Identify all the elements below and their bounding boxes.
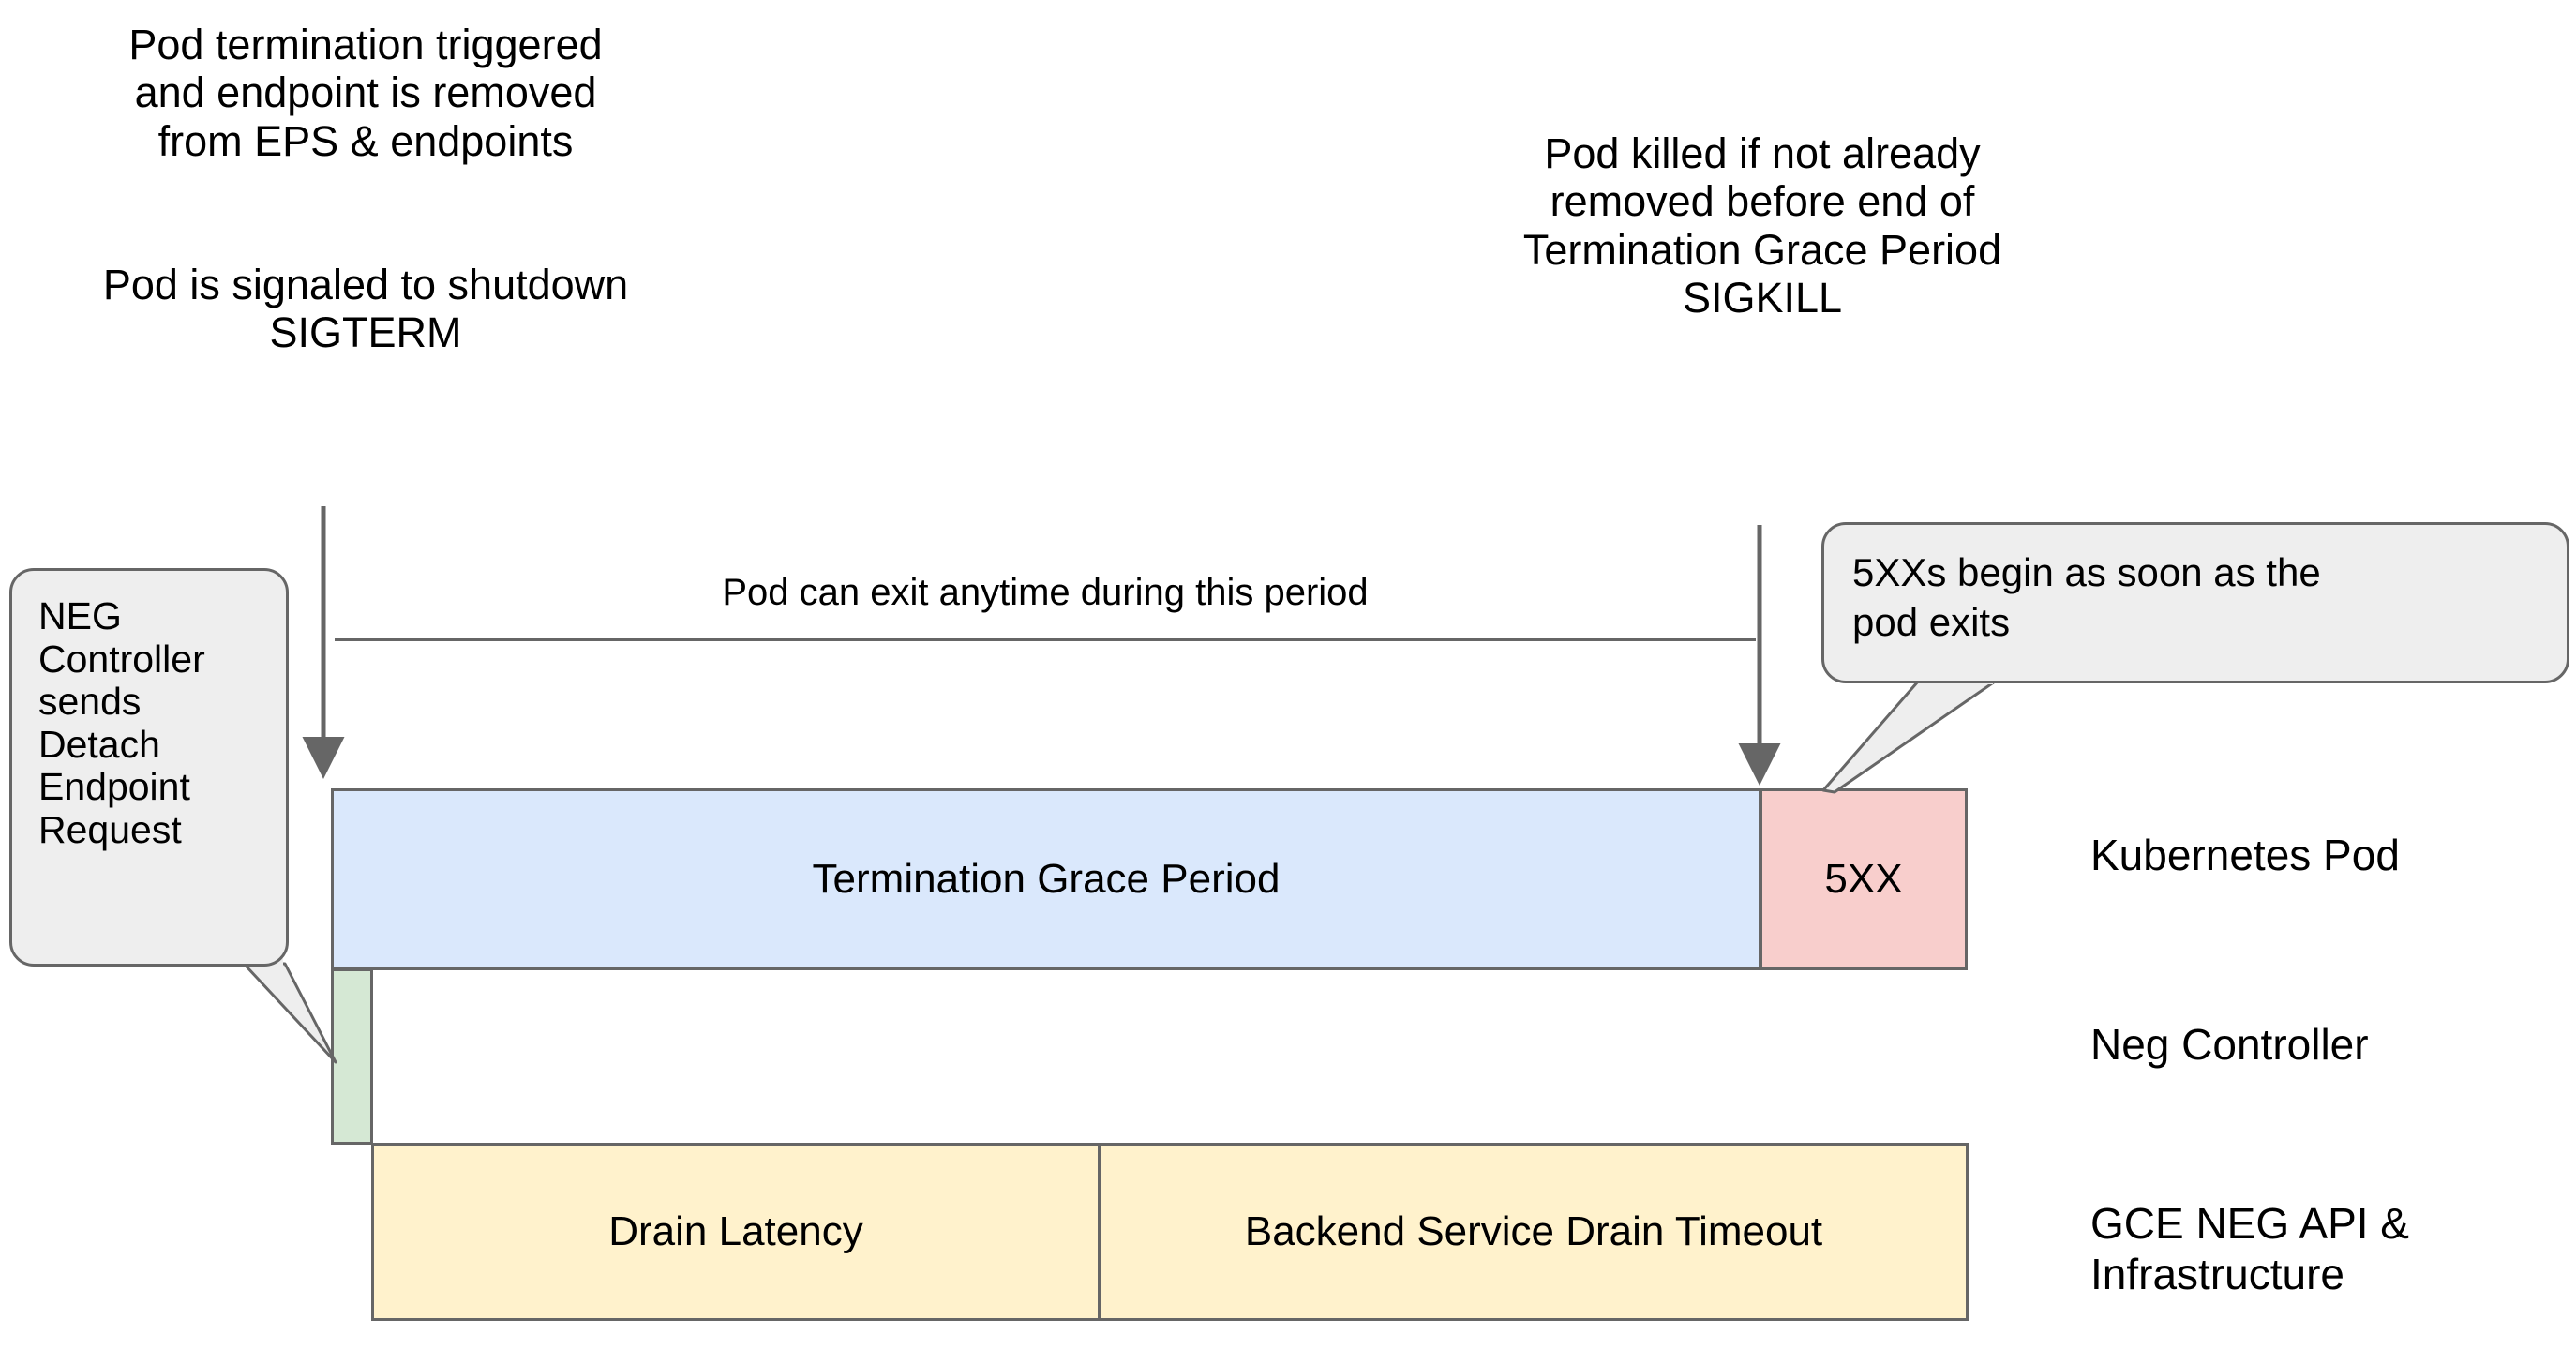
five-xx-callout-tail bbox=[1821, 680, 1997, 794]
bar-drain-latency: Drain Latency bbox=[371, 1143, 1101, 1321]
period-label: Pod can exit anytime during this period bbox=[722, 572, 1369, 613]
neg-callout-tail bbox=[171, 962, 337, 1064]
lane-label-kubernetes-pod: Kubernetes Pod bbox=[2090, 831, 2400, 879]
bar-5xx: 5XX bbox=[1760, 788, 1968, 970]
callout-neg-controller: NEG Controller sends Detach Endpoint Req… bbox=[9, 568, 289, 967]
lane-label-gce-neg-api: GCE NEG API & Infrastructure bbox=[2090, 1199, 2409, 1299]
note-pod-signaled-shutdown: Pod is signaled to shutdown SIGTERM bbox=[102, 261, 629, 357]
callout-5xx-begin: 5XXs begin as soon as the pod exits bbox=[1821, 522, 2569, 683]
period-span-line bbox=[335, 638, 1756, 641]
lane-label-neg-controller: Neg Controller bbox=[2090, 1020, 2369, 1069]
note-pod-killed-sigkill: Pod killed if not already removed before… bbox=[1522, 129, 2002, 322]
bar-neg-detach bbox=[331, 968, 373, 1145]
note-pod-termination-triggered: Pod termination triggered and endpoint i… bbox=[128, 21, 603, 165]
bar-backend-service-drain-timeout: Backend Service Drain Timeout bbox=[1099, 1143, 1969, 1321]
bar-termination-grace-period: Termination Grace Period bbox=[331, 788, 1761, 970]
